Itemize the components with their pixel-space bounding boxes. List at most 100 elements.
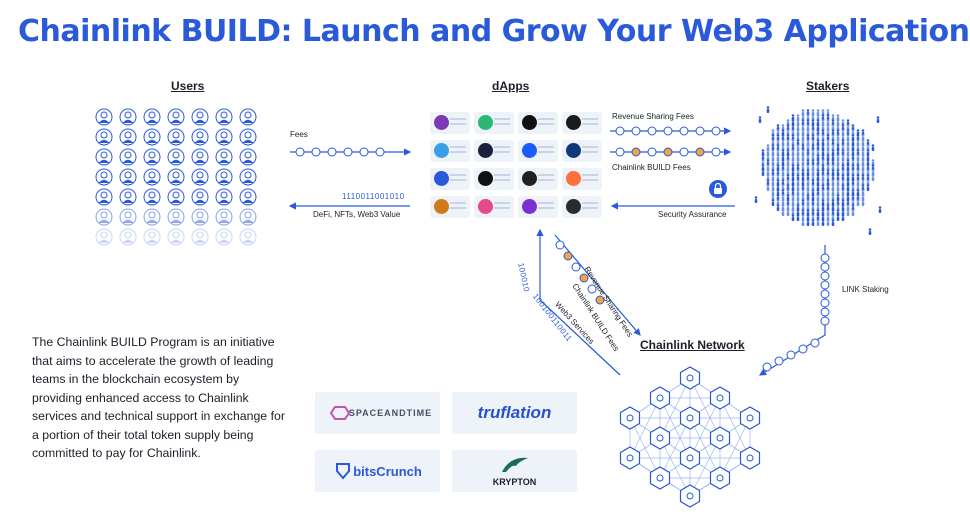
staker-icon <box>771 159 775 166</box>
staker-icon <box>811 174 815 181</box>
user-icon <box>239 128 261 148</box>
staker-icon <box>811 199 815 206</box>
staker-icon <box>776 174 780 181</box>
staker-icon <box>776 144 780 151</box>
staker-icon <box>841 124 845 131</box>
staker-icon <box>781 209 785 216</box>
staker-icon <box>806 219 810 226</box>
staker-icon <box>791 134 795 141</box>
dapp-card <box>562 112 602 134</box>
coin-icon <box>820 253 830 263</box>
staker-icon <box>821 119 825 126</box>
staker-icon <box>781 189 785 196</box>
staker-icon <box>856 149 860 156</box>
coin-icon <box>695 126 705 136</box>
coin-icon <box>695 147 705 157</box>
staker-icon <box>791 164 795 171</box>
staker-icon <box>846 174 850 181</box>
network-node-icon <box>649 386 671 410</box>
staker-icon <box>781 134 785 141</box>
staker-icon <box>771 139 775 146</box>
staker-icon <box>816 109 820 116</box>
network-node-icon <box>649 426 671 450</box>
user-icon <box>95 228 117 248</box>
staker-icon <box>781 194 785 201</box>
staker-icon <box>821 204 825 211</box>
staker-icon <box>766 154 770 161</box>
staker-icon <box>771 174 775 181</box>
staker-icon <box>811 209 815 216</box>
staker-icon <box>776 129 780 136</box>
dapp-card <box>430 168 470 190</box>
staker-icon <box>801 189 805 196</box>
staker-icon <box>868 228 872 235</box>
staker-icon <box>836 134 840 141</box>
staker-icon <box>811 124 815 131</box>
staker-icon <box>796 169 800 176</box>
staker-icon <box>791 139 795 146</box>
staker-icon <box>801 159 805 166</box>
coin-icon <box>615 126 625 136</box>
network-node-icon <box>679 366 701 390</box>
staker-icon <box>821 139 825 146</box>
staker-icon <box>878 206 882 213</box>
staker-icon <box>846 194 850 201</box>
staker-icon <box>771 169 775 176</box>
staker-icon <box>841 139 845 146</box>
staker-icon <box>796 114 800 121</box>
staker-icon <box>856 159 860 166</box>
staker-icon <box>816 114 820 121</box>
staker-icon <box>796 129 800 136</box>
staker-icon <box>761 164 765 171</box>
staker-icon <box>781 149 785 156</box>
staker-icon <box>786 184 790 191</box>
staker-icon <box>851 159 855 166</box>
staker-icon <box>806 149 810 156</box>
staker-icon <box>816 169 820 176</box>
staker-icon <box>816 154 820 161</box>
dapp-logo-icon <box>566 199 581 214</box>
network-node-icon <box>679 406 701 430</box>
staker-icon <box>841 149 845 156</box>
staker-icon <box>841 174 845 181</box>
staker-icon <box>841 119 845 126</box>
partner-card-space-and-time: SPACEANDTIME <box>315 392 440 434</box>
staker-icon <box>816 179 820 186</box>
coin-icon <box>375 147 385 157</box>
staker-icon <box>801 169 805 176</box>
staker-icon <box>866 184 870 191</box>
staker-icon <box>821 149 825 156</box>
staker-icon <box>861 194 865 201</box>
staker-icon <box>796 144 800 151</box>
dapp-card <box>430 196 470 218</box>
coin-icon <box>679 126 689 136</box>
staker-icon <box>846 124 850 131</box>
staker-icon <box>821 179 825 186</box>
staker-icon <box>841 154 845 161</box>
staker-icon <box>754 196 758 203</box>
staker-icon <box>786 134 790 141</box>
build-fees-coins <box>615 147 721 157</box>
staker-icon <box>811 219 815 226</box>
staker-icon <box>791 159 795 166</box>
dapp-card <box>474 112 514 134</box>
staker-icon <box>786 124 790 131</box>
staker-icon <box>821 194 825 201</box>
user-icon <box>167 148 189 168</box>
staker-icon <box>836 214 840 221</box>
staker-icon <box>841 179 845 186</box>
user-icon <box>119 228 141 248</box>
staker-icon <box>801 154 805 161</box>
staker-icon <box>841 184 845 191</box>
staker-icon <box>816 174 820 181</box>
staker-icon <box>856 154 860 161</box>
staker-icon <box>816 159 820 166</box>
staker-icon <box>766 169 770 176</box>
staker-icon <box>766 174 770 181</box>
staker-icon <box>791 169 795 176</box>
user-icon <box>167 108 189 128</box>
staker-icon <box>821 184 825 191</box>
user-icon <box>119 208 141 228</box>
staker-icon <box>841 134 845 141</box>
users-grid <box>95 108 260 248</box>
